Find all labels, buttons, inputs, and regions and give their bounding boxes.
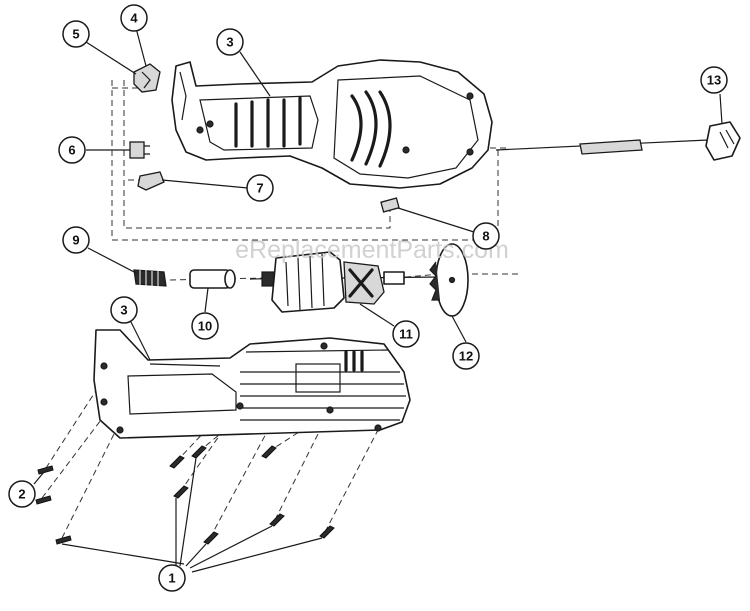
watermark-text: eReplacementParts.com	[235, 236, 509, 264]
callout-3-upper-label: 3	[226, 35, 233, 50]
callout-4-label: 4	[130, 11, 138, 26]
callout-10: 10	[191, 312, 219, 340]
callout-leaders	[33, 27, 723, 573]
callout-9: 9	[62, 226, 90, 254]
callout-7: 7	[246, 174, 274, 202]
callout-10-label: 10	[198, 319, 212, 334]
power-cord-part	[495, 121, 741, 161]
brush-spring-part	[133, 269, 167, 287]
callout-1-label: 1	[168, 571, 175, 586]
terminal-part	[129, 141, 150, 159]
callout-6-label: 6	[68, 143, 75, 158]
bearing-sleeve-part	[189, 269, 236, 289]
clip-part	[137, 171, 165, 191]
callout-5: 5	[62, 20, 90, 48]
callout-13: 13	[700, 66, 728, 94]
armature-part	[249, 251, 441, 313]
callout-3-upper: 3	[216, 28, 244, 56]
callout-8: 8	[472, 222, 500, 250]
callout-4: 4	[120, 4, 148, 32]
callout-3-lower: 3	[110, 296, 138, 324]
callout-6: 6	[58, 136, 86, 164]
callout-11-label: 11	[399, 327, 413, 342]
callout-2: 2	[8, 480, 36, 508]
upper-housing-half	[171, 59, 493, 189]
callout-3-lower-label: 3	[120, 303, 127, 318]
callout-2-label: 2	[18, 487, 25, 502]
saw-blade-part	[429, 243, 469, 317]
callout-1: 1	[158, 564, 186, 592]
screw-set	[35, 445, 335, 545]
callout-5-label: 5	[72, 27, 79, 42]
callout-9-label: 9	[72, 233, 79, 248]
callout-12-label: 12	[459, 349, 473, 364]
callout-8-label: 8	[482, 229, 489, 244]
callout-7-label: 7	[256, 181, 263, 196]
connector-part	[380, 197, 400, 213]
callout-11: 11	[392, 320, 420, 348]
lower-housing-half	[93, 329, 411, 439]
switch-part	[133, 63, 161, 93]
callout-12: 12	[452, 342, 480, 370]
callout-13-label: 13	[707, 73, 721, 88]
